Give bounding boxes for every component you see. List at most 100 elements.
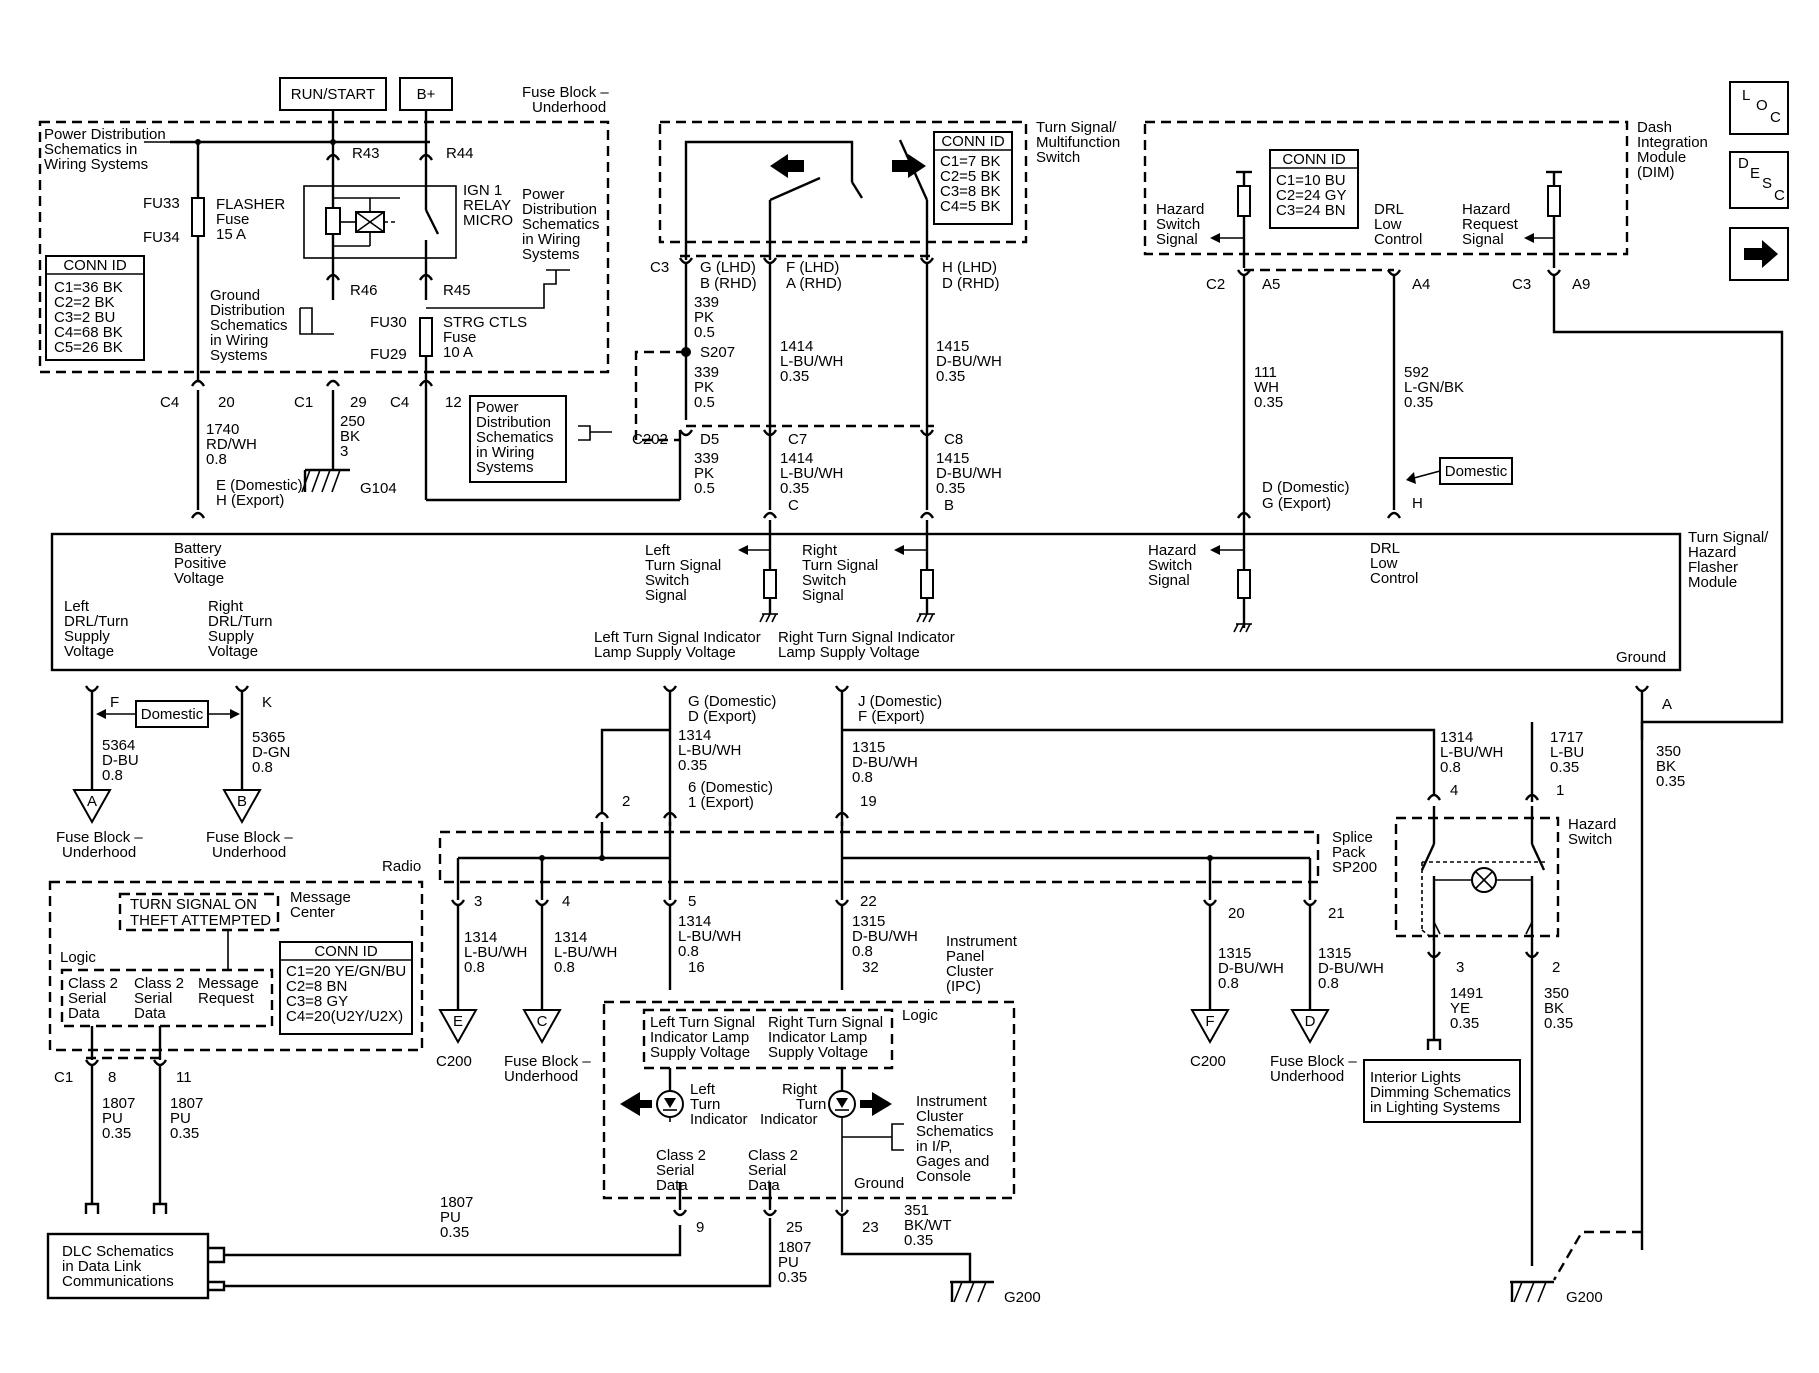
pin-4: 4	[562, 893, 570, 910]
right-arrow-icon	[892, 154, 926, 178]
pin-1-hazard: 1	[1556, 782, 1564, 799]
pin-6-domestic: 6 (Domestic)1 (Export)	[688, 779, 773, 811]
pin-2-hazard: 2	[1552, 959, 1560, 976]
pin-a-ground: A	[1662, 696, 1672, 713]
switch-conn-title: CONN ID	[941, 133, 1005, 150]
interior-lights-box	[1363, 1059, 1521, 1123]
next-arrow-icon	[1744, 240, 1778, 268]
conn-a-label: A	[87, 793, 97, 810]
ipc-ground-label: Ground	[854, 1175, 904, 1192]
pin-k: K	[262, 694, 272, 711]
dim-c2: C2	[1206, 276, 1225, 293]
dim-conn-title: CONN ID	[1282, 151, 1346, 168]
pin-e-domestic: E (Domestic)H (Export)	[216, 477, 303, 509]
domestic-label-lower: Domestic	[141, 706, 204, 723]
conn-f-label: F	[1205, 1013, 1214, 1030]
s207-label: S207	[700, 344, 735, 361]
pin-g-domestic: G (Domestic)D (Export)	[688, 693, 776, 725]
pin-c7: C7	[788, 431, 807, 448]
r43-label: R43	[352, 145, 380, 162]
pin-19: 19	[860, 793, 877, 810]
desc-c: C	[1774, 187, 1785, 204]
r45-label: R45	[443, 282, 471, 299]
r46-label: R46	[350, 282, 378, 299]
c3-label: C3	[650, 259, 669, 276]
conn-c-label: C	[537, 1013, 548, 1030]
ipc-logic: Logic	[902, 1007, 938, 1024]
ign1-relay	[303, 185, 457, 259]
c202-label: C202	[632, 431, 668, 448]
strg-ctls-fuse	[419, 317, 433, 357]
dlc-schematics-box	[46, 1232, 210, 1300]
pin-4-hazard: 4	[1450, 782, 1458, 799]
pin-3: 3	[474, 893, 482, 910]
switch-conn-id	[933, 131, 1013, 225]
splice-pack-sp200	[438, 830, 1320, 884]
pin-f: F	[110, 694, 119, 711]
pin-c: C	[788, 497, 799, 514]
desc-s: S	[1762, 175, 1772, 192]
pin-12: 12	[445, 394, 462, 411]
pin-29: 29	[350, 394, 367, 411]
desc-button[interactable]	[1729, 151, 1789, 209]
dim-a4: A4	[1412, 276, 1430, 293]
connector-e	[438, 1009, 478, 1045]
ipc-pin-9: 9	[696, 1219, 704, 1236]
pin-5: 5	[688, 893, 696, 910]
pin-c8: C8	[944, 431, 963, 448]
pin-g-lhd: G (LHD)B (RHD)	[700, 259, 757, 292]
radio-conn-id	[279, 941, 413, 1035]
radio-title: Radio	[382, 858, 421, 875]
radio-logic: Logic	[60, 949, 96, 966]
loc-button[interactable]	[1729, 81, 1789, 135]
connector-f	[1190, 1009, 1230, 1045]
pin-21: 21	[1328, 905, 1345, 922]
c200-label-b: C200	[1190, 1053, 1226, 1070]
pin-32: 32	[862, 959, 879, 976]
desc-d: D	[1738, 155, 1749, 172]
pin-h-lhd: H (LHD)D (RHD)	[942, 259, 1000, 292]
ipc-pin-25: 25	[786, 1219, 803, 1236]
